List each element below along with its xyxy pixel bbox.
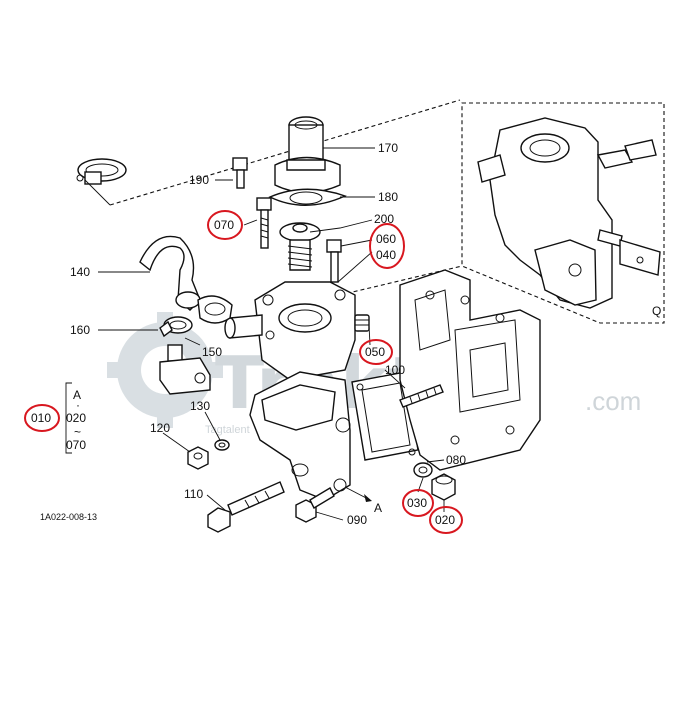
thermostat-housing-main <box>224 281 356 381</box>
bolt-090 <box>295 487 335 523</box>
range-tilde: ~ <box>74 425 81 439</box>
inset-thermostat-housing <box>477 117 661 309</box>
engine-block <box>399 269 541 471</box>
water-flange-body <box>249 371 351 501</box>
label-020: 020 <box>435 513 455 527</box>
label-070: 070 <box>214 218 234 232</box>
label-090: 090 <box>347 513 367 527</box>
hose-clamp-top <box>76 158 127 206</box>
watermark-sub: .com <box>585 386 641 416</box>
range-dot: · <box>76 398 80 412</box>
range-bottom: 070 <box>66 438 86 452</box>
label-190: 190 <box>189 173 209 187</box>
bolt-070 <box>256 197 272 249</box>
label-120: 120 <box>150 421 170 435</box>
label-view-a: A <box>374 501 382 515</box>
label-170: 170 <box>378 141 398 155</box>
label-010: 010 <box>31 411 51 425</box>
plug-050 <box>354 314 370 332</box>
bolt-110 <box>207 481 285 533</box>
label-130: 130 <box>190 399 210 413</box>
label-040: 040 <box>376 248 396 262</box>
label-160: 160 <box>70 323 90 337</box>
inset-label: Q <box>652 304 661 318</box>
range-mid: 020 <box>66 411 86 425</box>
gasket-180 <box>268 188 347 206</box>
range-bracket <box>65 382 72 454</box>
bolt-190 <box>232 157 248 189</box>
view-arrow-a <box>344 486 372 502</box>
highlight-circles <box>24 210 463 534</box>
drawing-code: 1A022-008-13 <box>40 512 97 522</box>
label-150: 150 <box>202 345 222 359</box>
thermostat-200 <box>279 222 321 271</box>
leader-lines <box>98 147 445 521</box>
label-140: 140 <box>70 265 90 279</box>
hose-140 <box>139 235 201 311</box>
clamp-160 <box>159 316 193 338</box>
drain-plug-020 <box>431 473 456 501</box>
label-050: 050 <box>365 345 385 359</box>
temp-sensor-bracket <box>159 344 211 395</box>
label-030: 030 <box>407 496 427 510</box>
label-100: 100 <box>385 363 405 377</box>
outlet-pipe-170 <box>274 116 341 194</box>
inset-q-frame <box>109 99 665 324</box>
stud-100 <box>399 384 444 408</box>
clamp-150 <box>197 295 233 324</box>
label-080: 080 <box>446 453 466 467</box>
washer-030 <box>413 462 433 478</box>
nut-120 <box>187 446 209 470</box>
watermark-small: Tagtalent <box>205 424 250 436</box>
range-top: A <box>73 388 81 402</box>
label-200: 200 <box>374 212 394 226</box>
washer-130 <box>214 439 230 451</box>
label-110: 110 <box>184 487 203 501</box>
bolt-060 <box>326 239 342 283</box>
label-180: 180 <box>378 190 398 204</box>
label-060: 060 <box>376 232 396 246</box>
